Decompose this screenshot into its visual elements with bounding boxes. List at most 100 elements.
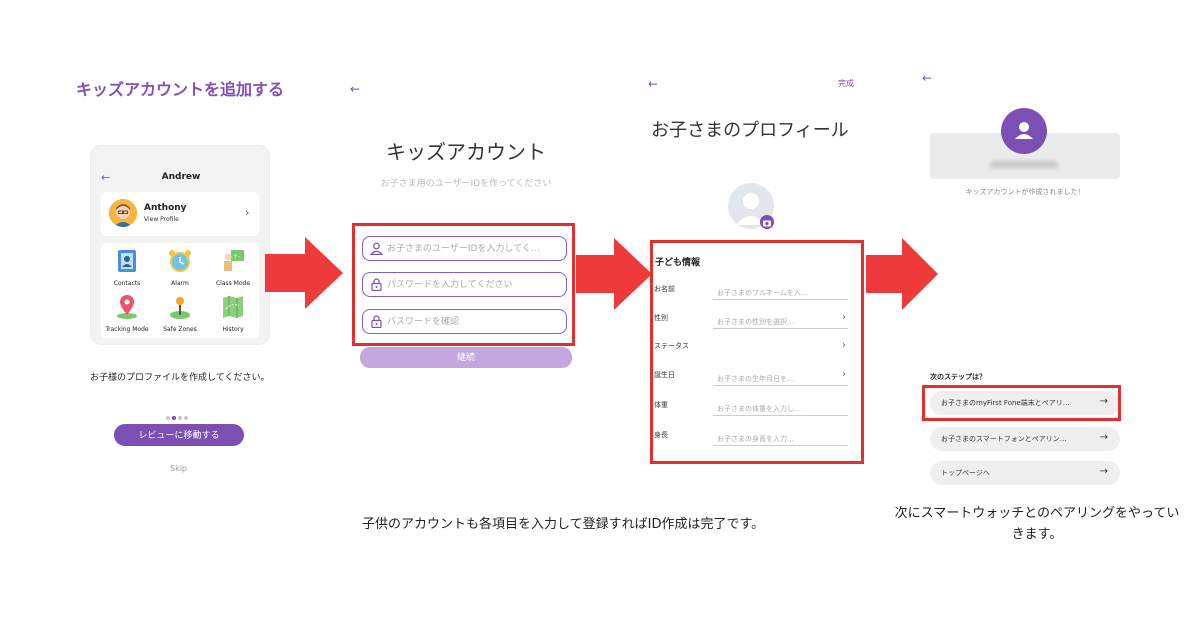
button-label: お子さまのスマートフォンとペアリン… <box>941 435 1067 443</box>
flow-arrow-icon <box>866 238 938 310</box>
camera-button[interactable] <box>760 215 774 229</box>
blurred-user-id <box>990 161 1058 168</box>
gender-row[interactable]: 性別 › <box>653 309 861 331</box>
camera-icon <box>763 220 771 227</box>
grid-item-contacts[interactable]: Contacts <box>101 248 153 287</box>
weight-input[interactable] <box>713 400 831 418</box>
row-label: お名前 <box>654 285 675 293</box>
grid-label: History <box>222 326 244 333</box>
full-name-input[interactable] <box>713 284 831 302</box>
password-input[interactable] <box>387 276 563 294</box>
avatar <box>109 199 137 227</box>
user-icon <box>370 242 383 255</box>
gender-select[interactable] <box>713 313 831 331</box>
child-profile-title: お子さまのプロフィール <box>651 120 849 141</box>
user-id-input[interactable] <box>387 240 563 258</box>
confirm-password-input[interactable] <box>387 313 563 331</box>
grid-label: Safe Zones <box>163 326 197 333</box>
status-row[interactable]: ステータス › <box>653 337 861 359</box>
safe-zones-icon <box>170 297 190 319</box>
grid-item-alarm[interactable]: Alarm <box>154 248 206 287</box>
row-label: 誕生日 <box>654 371 675 379</box>
create-profile-description: お子様のプロファイルを作成してください。 <box>90 373 270 383</box>
card-header-name: Andrew <box>161 172 201 182</box>
alarm-icon <box>169 250 191 272</box>
page-dot <box>178 416 182 420</box>
arrow-right-icon: → <box>1099 432 1108 443</box>
user-id-field[interactable] <box>362 236 567 261</box>
svg-text:+-: +- <box>233 253 240 260</box>
grid-item-safe-zones[interactable]: Safe Zones <box>154 294 206 333</box>
arrow-right-icon: → <box>1099 396 1108 407</box>
avatar <box>1001 108 1047 154</box>
row-label: 身長 <box>654 431 668 439</box>
height-input[interactable] <box>713 430 831 448</box>
kids-account-subtitle: お子さま用のユーザーIDを作ってください <box>380 179 552 189</box>
page-indicator <box>166 405 190 424</box>
chevron-right-icon: › <box>842 340 846 351</box>
kids-account-title: キッズアカウント <box>386 140 546 164</box>
grid-item-class-mode[interactable]: +- Class Mode <box>207 248 259 287</box>
child-info-heading: 子ども情報 <box>655 258 701 268</box>
contacts-icon <box>118 250 136 272</box>
child-avatar-icon <box>109 199 137 227</box>
row-label: 体重 <box>654 401 668 409</box>
button-label: トップページへ <box>941 469 990 477</box>
view-profile-link[interactable]: View Profile <box>144 216 179 223</box>
grid-item-history[interactable]: History <box>207 294 259 333</box>
button-label: お子さまのmyFirst Fone端末とペアリ… <box>941 399 1070 407</box>
weight-row[interactable]: 体重 <box>653 396 861 418</box>
class-mode-icon: +- <box>224 250 244 271</box>
grid-label: Alarm <box>171 280 189 287</box>
chevron-right-icon: › <box>842 312 846 323</box>
caption-account-complete: 子供のアカウントも各項目を入力して登録すればID作成は完了です。 <box>362 517 765 532</box>
row-label: ステータス <box>654 342 689 350</box>
caption-next-pairing: 次にスマートウォッチとのペアリングをやっていきます。 <box>894 506 1180 542</box>
chevron-right-icon: › <box>245 206 250 219</box>
confirm-password-field[interactable] <box>362 309 567 334</box>
status-select[interactable] <box>713 341 831 359</box>
go-to-review-button[interactable]: レビューに移動する <box>114 424 244 446</box>
add-kids-account-title: キッズアカウントを追加する <box>75 80 284 99</box>
profile-row[interactable]: Anthony View Profile › <box>101 192 259 236</box>
birthday-select[interactable] <box>713 370 831 388</box>
row-label: 性別 <box>654 314 668 322</box>
height-row[interactable]: 身長 <box>653 426 861 448</box>
highlight-box <box>352 223 575 346</box>
feature-grid: Contacts Alarm +- Class Mode <box>101 243 259 338</box>
tracking-mode-icon <box>117 295 137 319</box>
done-button[interactable]: 完成 <box>838 79 854 88</box>
card-back-icon: ← <box>101 171 111 184</box>
pair-watch-button[interactable]: お子さまのmyFirst Fone端末とペアリ… → <box>930 391 1120 415</box>
highlight-box <box>922 385 1121 421</box>
history-icon <box>223 296 243 318</box>
continue-button[interactable]: 継続 <box>360 347 572 368</box>
pair-smartphone-button[interactable]: お子さまのスマートフォンとペアリン… → <box>930 427 1120 451</box>
flow-arrow-icon <box>576 238 652 310</box>
phone-preview-card: ← Andrew Anthony View Profile › Contac <box>90 145 270 345</box>
password-field[interactable] <box>362 272 567 297</box>
page-dot <box>166 416 170 420</box>
default-avatar-icon <box>736 193 766 225</box>
page-dot <box>184 416 188 420</box>
grid-label: Contacts <box>113 280 141 287</box>
arrow-right-icon: → <box>1099 466 1108 477</box>
lock-icon <box>371 278 382 291</box>
profile-name: Anthony <box>144 203 187 213</box>
grid-label: Tracking Mode <box>105 326 149 333</box>
skip-link[interactable]: Skip <box>170 464 188 473</box>
top-page-button[interactable]: トップページへ → <box>930 461 1120 485</box>
user-icon <box>1015 122 1033 139</box>
back-arrow-icon[interactable]: ← <box>350 82 361 96</box>
name-row[interactable]: お名前 <box>653 280 861 302</box>
account-created-message: キッズアカウントが作成されました！ <box>965 188 1085 196</box>
birthday-row[interactable]: 誕生日 › <box>653 366 861 388</box>
page-dot-active <box>172 416 176 420</box>
back-arrow-icon[interactable]: ← <box>648 77 659 91</box>
highlight-box: 子ども情報 お名前 性別 › ステータス › 誕生日 › 体重 身長 <box>650 240 864 464</box>
grid-label: Class Mode <box>215 280 251 287</box>
back-arrow-icon[interactable]: ← <box>922 71 933 85</box>
grid-item-tracking-mode[interactable]: Tracking Mode <box>101 294 153 333</box>
next-steps-heading: 次のステップは？ <box>930 373 986 381</box>
chevron-right-icon: › <box>842 369 846 380</box>
